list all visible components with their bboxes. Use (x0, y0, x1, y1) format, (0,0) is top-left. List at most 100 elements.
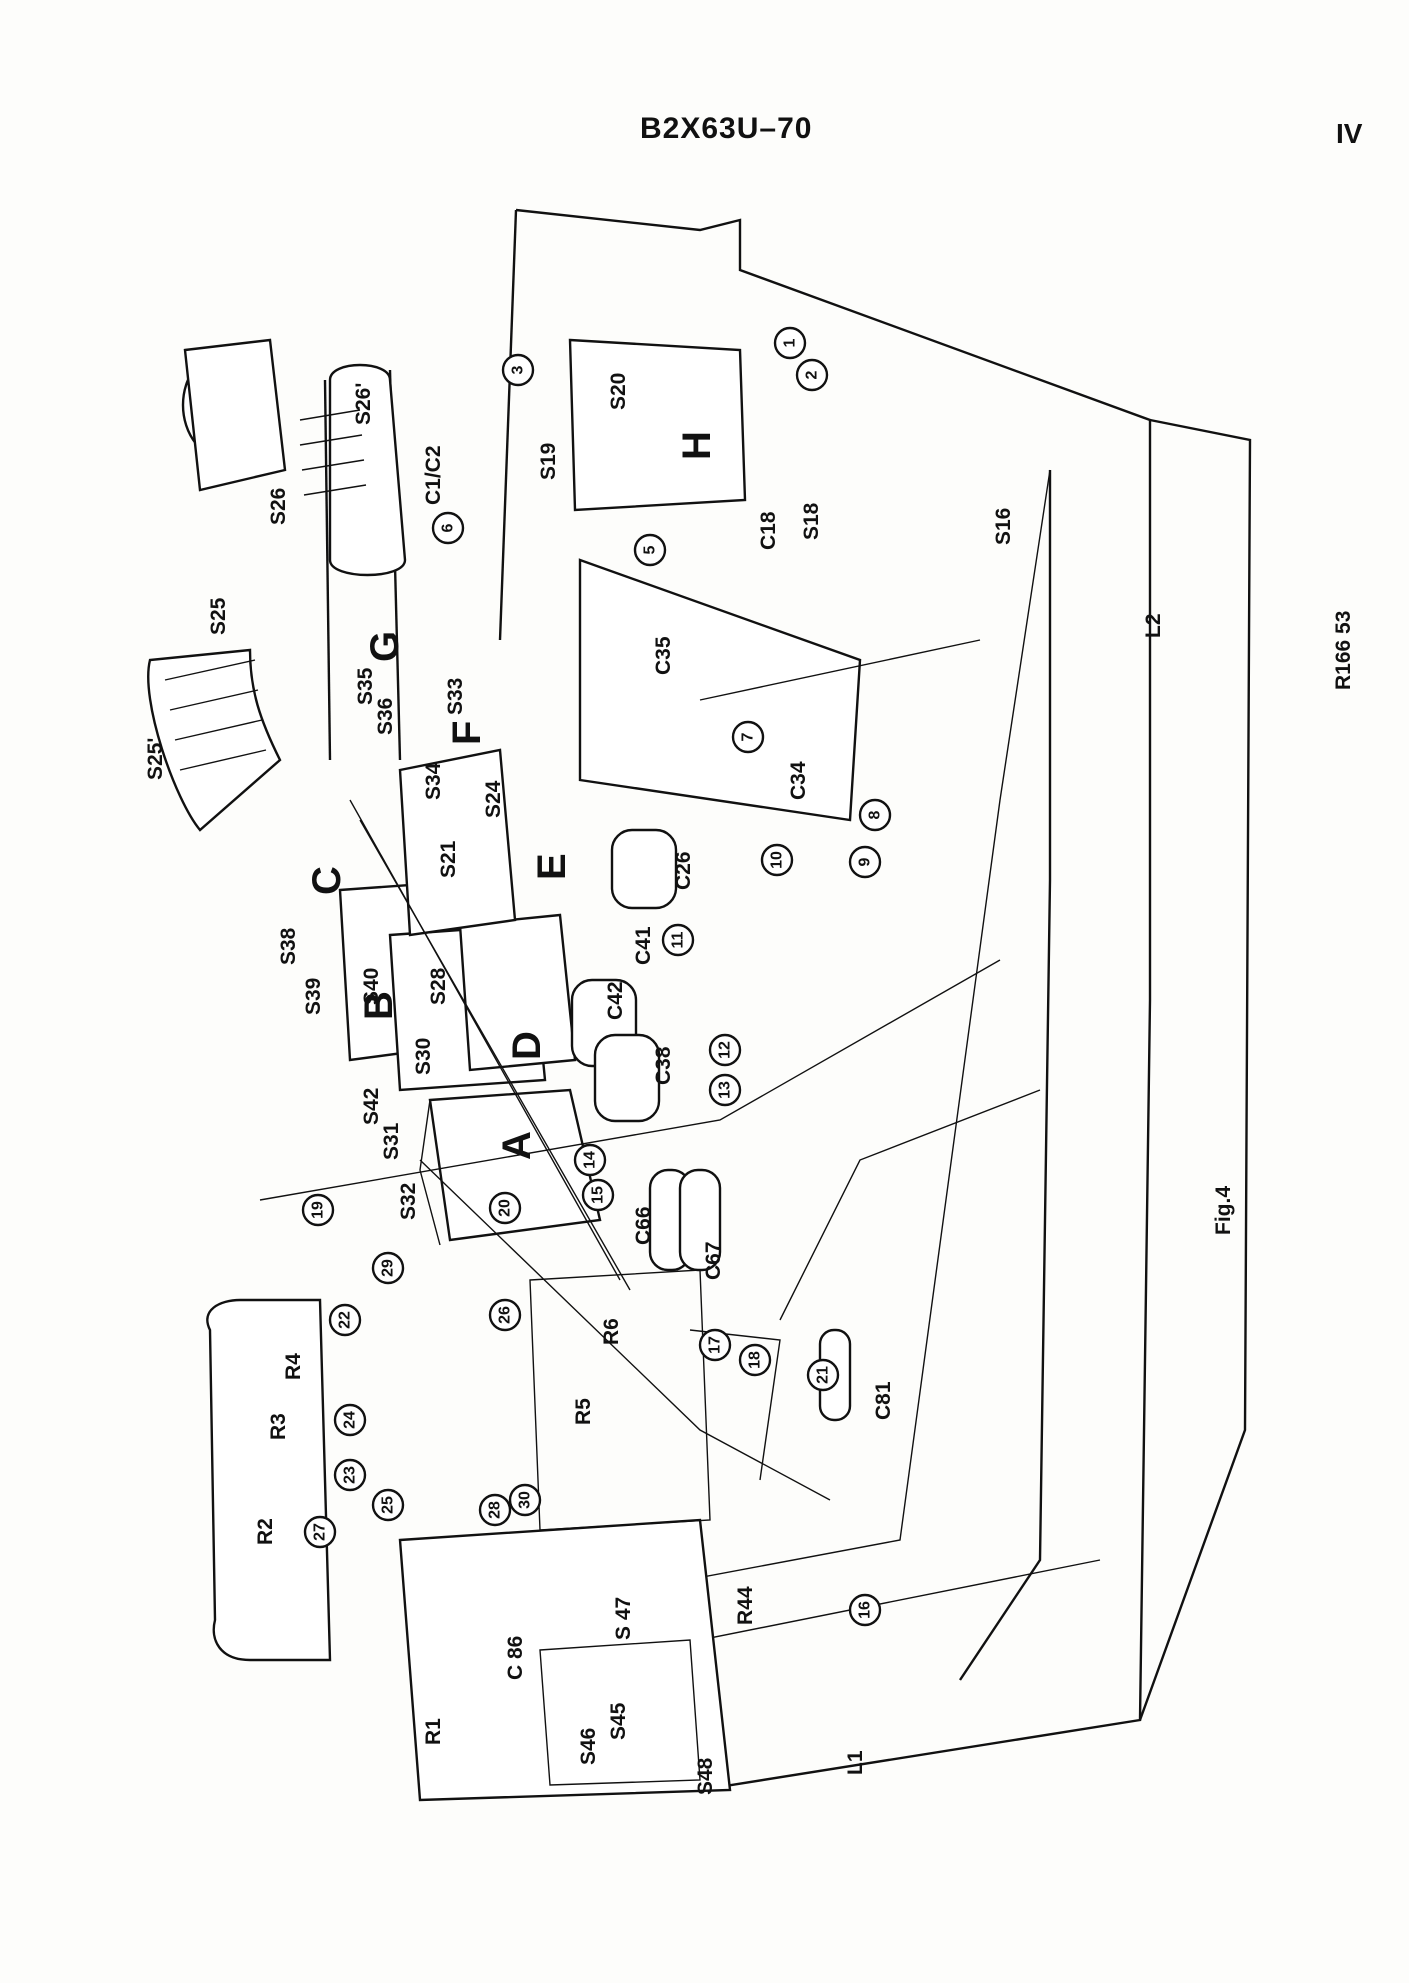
page-title: B2X63U–70 (640, 112, 813, 145)
callout-circle (760, 843, 794, 877)
callout-circle (633, 533, 667, 567)
label-S46: S46 (577, 1728, 600, 1765)
callout-number: 3 (510, 365, 527, 374)
callout-circle (328, 1303, 362, 1337)
label-C86: C 86 (504, 1636, 527, 1680)
callout-6: 6 (431, 511, 465, 545)
callout-circle (806, 1358, 840, 1392)
label-S45: S45 (607, 1702, 630, 1740)
callout-number: 14 (582, 1151, 599, 1169)
tuning-rods (147, 338, 407, 832)
callout-circle (731, 720, 765, 754)
label-C66: C66 (632, 1206, 655, 1245)
callout-number: 1 (782, 338, 799, 347)
label-S36: S36 (374, 698, 397, 735)
label-C38: C38 (652, 1046, 675, 1085)
callout-circle (371, 1488, 405, 1522)
block-label-B: B (357, 991, 401, 1020)
callout-circle (848, 1593, 882, 1627)
callout-number: 15 (590, 1186, 607, 1204)
callout-circle (478, 1493, 512, 1527)
label-R2: R2 (254, 1518, 277, 1545)
callout-circle (708, 1073, 742, 1107)
callout-number: 24 (342, 1411, 359, 1429)
label-S31: S31 (380, 1122, 403, 1160)
label-L2: L2 (1142, 613, 1165, 638)
callout-number: 13 (717, 1081, 734, 1099)
callout-number: 20 (497, 1199, 514, 1217)
callout-number: 26 (497, 1306, 514, 1324)
label-C41: C41 (632, 926, 655, 965)
callout-22: 22 (328, 1303, 362, 1337)
label-S26p: S26' (352, 383, 375, 425)
callout-number: 28 (487, 1501, 504, 1519)
callout-19: 19 (301, 1193, 335, 1227)
callout-circle (333, 1458, 367, 1492)
callout-21: 21 (806, 1358, 840, 1392)
callout-1: 1 (773, 326, 807, 360)
callout-circle (661, 923, 695, 957)
callout-26: 26 (488, 1298, 522, 1332)
label-R6: R6 (600, 1318, 623, 1345)
callout-circle (573, 1143, 607, 1177)
callout-14: 14 (573, 1143, 607, 1177)
figure-caption: Fig.4 (1212, 1186, 1235, 1235)
callout-30: 30 (508, 1483, 542, 1517)
callout-24: 24 (333, 1403, 367, 1437)
callout-number: 22 (337, 1311, 354, 1329)
callout-23: 23 (333, 1458, 367, 1492)
callout-circle (848, 845, 882, 879)
callout-15: 15 (581, 1178, 615, 1212)
part-labels: S26' S26 C1/C2 S25 S25' S35 S36 S33 S34 … (144, 373, 1355, 1795)
label-S33: S33 (444, 678, 467, 715)
label-S42: S42 (360, 1088, 383, 1125)
callout-number: 27 (312, 1523, 329, 1541)
block-E-F (398, 558, 862, 937)
callout-circle (795, 358, 829, 392)
callout-number: 12 (717, 1041, 734, 1059)
label-R1: R1 (422, 1718, 445, 1745)
label-L1: L1 (844, 1750, 867, 1775)
label-S48: S48 (694, 1757, 717, 1795)
callout-25: 25 (371, 1488, 405, 1522)
callout-circle (508, 1483, 542, 1517)
block-label-G: G (363, 631, 407, 662)
label-C35: C35 (652, 636, 675, 675)
block-label-F: F (445, 721, 489, 745)
label-S25p: S25' (144, 738, 167, 780)
label-S16: S16 (992, 508, 1015, 545)
block-label-A: A (495, 1131, 539, 1160)
label-S28: S28 (427, 967, 450, 1005)
output-stage (206, 1269, 732, 1802)
callout-number: 11 (670, 931, 687, 948)
callout-number: 18 (747, 1351, 764, 1369)
label-S32: S32 (397, 1183, 420, 1220)
callout-18: 18 (738, 1343, 772, 1377)
label-S18: S18 (800, 502, 823, 540)
label-C18: C18 (757, 511, 780, 550)
callout-circle (488, 1191, 522, 1225)
callout-28: 28 (478, 1493, 512, 1527)
label-S39: S39 (302, 978, 325, 1015)
label-R5: R5 (572, 1398, 595, 1425)
label-C67: C67 (702, 1241, 725, 1280)
callout-number: 29 (380, 1259, 397, 1277)
callout-circle (858, 798, 892, 832)
capacitors (570, 828, 852, 1422)
block-label-C: C (305, 866, 349, 895)
callout-circle (773, 326, 807, 360)
callout-2: 2 (795, 358, 829, 392)
callout-27: 27 (303, 1515, 337, 1549)
callout-5: 5 (633, 533, 667, 567)
callout-circle (303, 1515, 337, 1549)
callout-circle (333, 1403, 367, 1437)
label-S21: S21 (437, 840, 460, 878)
callout-8: 8 (858, 798, 892, 832)
callout-circle (301, 1193, 335, 1227)
callout-number: 16 (857, 1601, 874, 1619)
callout-29: 29 (371, 1251, 405, 1285)
label-C42: C42 (604, 981, 627, 1020)
page-number: IV (1336, 118, 1363, 149)
